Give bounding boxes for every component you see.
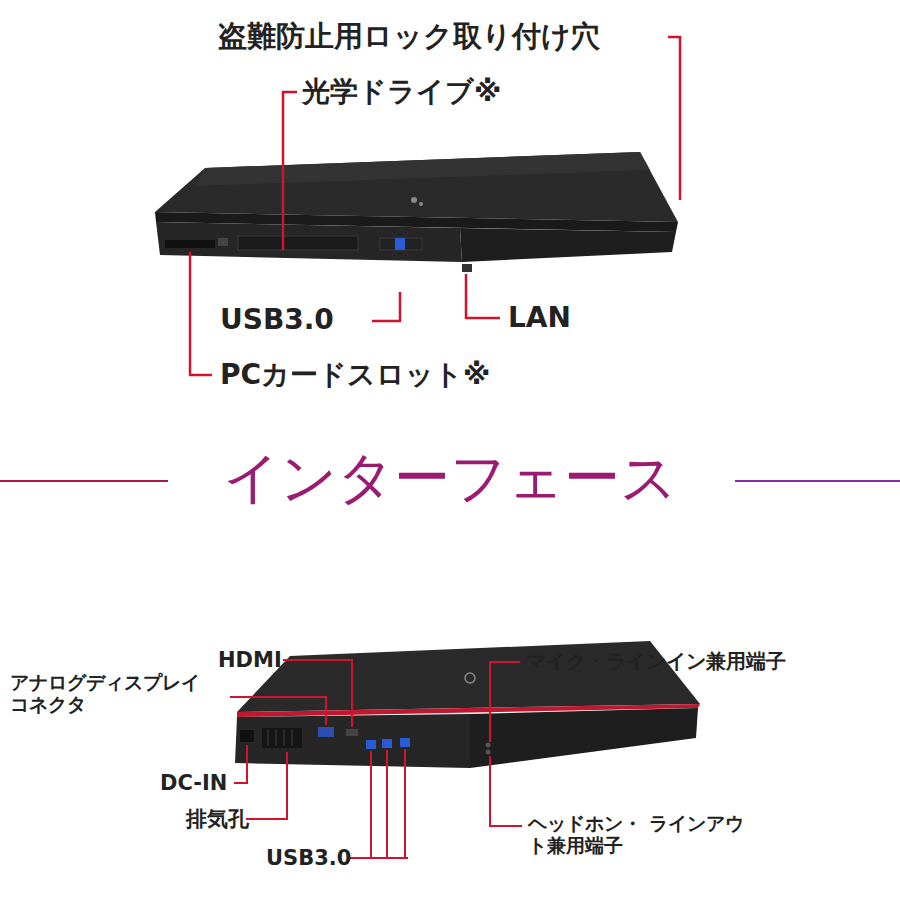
part-label: PCカードスロット※ [220, 359, 490, 391]
part-label: 光学ドライブ※ [302, 76, 501, 108]
port-label: USB3.0 [220, 304, 334, 336]
leader-lines [190, 37, 680, 375]
port-label: USB3.0 [266, 846, 351, 870]
laptop-top [155, 152, 678, 272]
port-label: ヘッドホン・ ラインアウト兼用端子 [528, 813, 758, 857]
port-label: LAN [508, 302, 571, 334]
port-label: マイク・ラインイン兼用端子 [526, 650, 786, 673]
title-rule [0, 480, 168, 482]
port-label: アナログディスプレイ コネクタ [10, 672, 220, 716]
port-label: DC-IN [160, 771, 227, 795]
leader-lines [230, 660, 522, 858]
part-label: 盗難防止用ロック取り付け穴 [218, 20, 600, 53]
part-label: 排気孔 [186, 807, 249, 831]
title-rule [735, 480, 900, 482]
port-label: HDMI [218, 648, 282, 672]
section-title: インターフェース [0, 447, 900, 509]
